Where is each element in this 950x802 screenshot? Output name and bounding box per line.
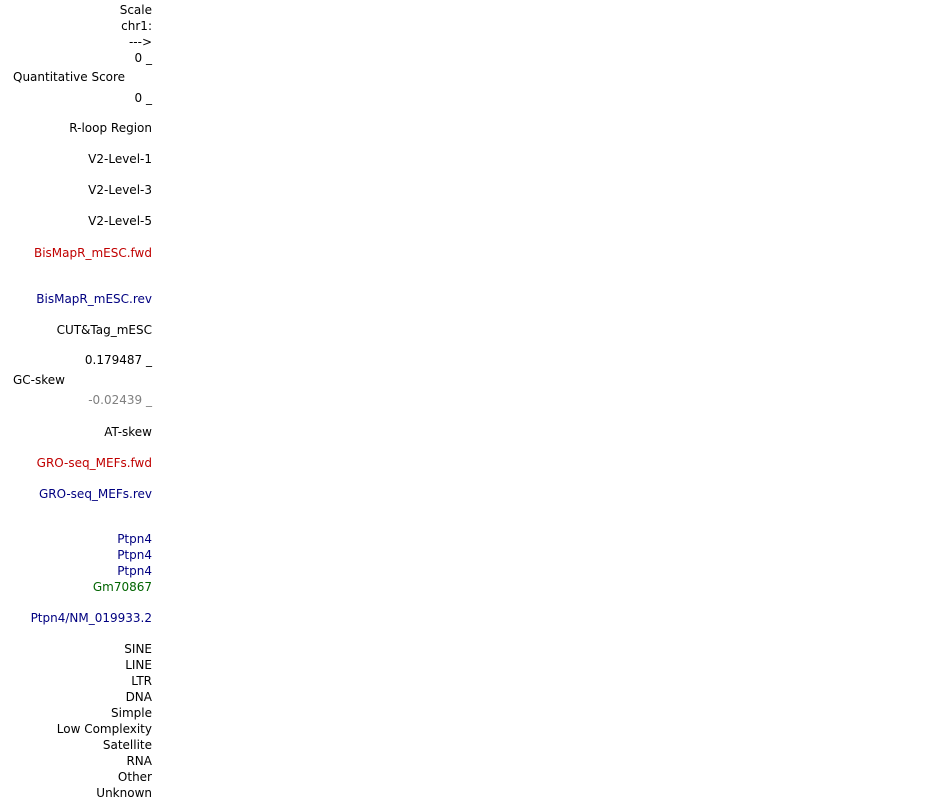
repeat-class-low-complexity[interactable]: Low Complexity (56, 722, 152, 736)
repeat-class-line[interactable]: LINE (125, 658, 152, 672)
quantitative-score-track-label[interactable]: Quantitative Score (13, 70, 126, 84)
repeat-class-dna[interactable]: DNA (125, 690, 152, 704)
bismapr-fwd-track-label[interactable]: BisMapR_mESC.fwd (33, 246, 152, 260)
gene-label-gm70867[interactable]: Gm70867 (92, 580, 152, 594)
gene-label-ptpn4-3[interactable]: Ptpn4 (117, 564, 152, 578)
chromosome-label[interactable]: chr1: (121, 19, 152, 33)
strand-arrow-label: ---> (128, 35, 152, 49)
bismapr-rev-track-label[interactable]: BisMapR_mESC.rev (36, 292, 152, 306)
repeat-class-ltr[interactable]: LTR (131, 674, 152, 688)
v2-level-1-track-label[interactable]: V2-Level-1 (88, 152, 152, 166)
repeat-class-rna[interactable]: RNA (126, 754, 152, 768)
v2-level-3-track-label[interactable]: V2-Level-3 (88, 183, 152, 197)
gc-skew-max-label: 0.179487 _ (84, 353, 152, 367)
quantitative-score-max-label: 0 _ (134, 51, 152, 65)
rloop-region-track-label[interactable]: R-loop Region (69, 121, 152, 135)
repeat-class-sine[interactable]: SINE (124, 642, 152, 656)
at-skew-track-label[interactable]: AT-skew (104, 425, 152, 439)
refseq-gene-label[interactable]: Ptpn4/NM_019933.2 (30, 611, 152, 625)
scale-label[interactable]: Scale (119, 3, 152, 17)
gc-skew-min-label: -0.02439 _ (88, 393, 152, 407)
gro-seq-rev-track-label[interactable]: GRO-seq_MEFs.rev (38, 487, 152, 501)
track-image-area[interactable] (160, 0, 950, 802)
gro-seq-fwd-track-label[interactable]: GRO-seq_MEFs.fwd (36, 456, 152, 470)
v2-level-5-track-label[interactable]: V2-Level-5 (88, 214, 152, 228)
repeat-class-unknown[interactable]: Unknown (96, 786, 152, 800)
gene-label-ptpn4-1[interactable]: Ptpn4 (117, 532, 152, 546)
repeat-class-satellite[interactable]: Satellite (102, 738, 152, 752)
gene-label-ptpn4-2[interactable]: Ptpn4 (117, 548, 152, 562)
quantitative-score-min-label: 0 _ (134, 91, 152, 105)
repeat-class-other[interactable]: Other (117, 770, 152, 784)
gc-skew-track-label[interactable]: GC-skew (13, 373, 65, 387)
track-label-panel: Scale chr1: ---> 0 _ Quantitative Score … (0, 0, 160, 802)
cuttag-track-label[interactable]: CUT&Tag_mESC (56, 323, 152, 337)
repeat-class-simple[interactable]: Simple (111, 706, 152, 720)
